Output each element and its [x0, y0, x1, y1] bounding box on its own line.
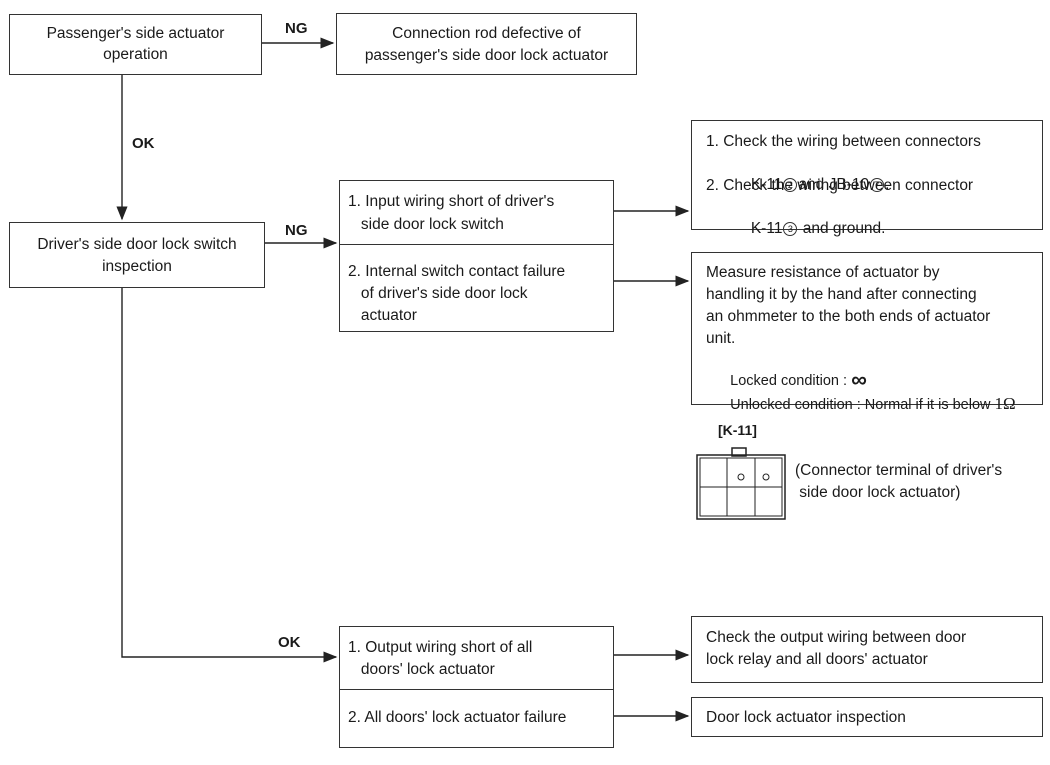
box-text-line: 1. Input wiring short of driver's — [348, 193, 555, 210]
connector-ref: K-11 — [750, 220, 783, 237]
connector-ref: and ground. — [798, 220, 886, 237]
box-ng-causes: 1. Input wiring short of driver's side d… — [339, 180, 614, 332]
box-text-line: Passenger's side actuator — [46, 25, 225, 42]
box-door-lock-inspection: Door lock actuator inspection — [691, 697, 1043, 737]
box-text-line: 1. Check the wiring between connectors — [706, 133, 981, 150]
box-text-line: of driver's side door lock — [348, 285, 528, 302]
box-text-line: doors' lock actuator — [348, 661, 495, 678]
pin-number: 2 — [783, 178, 798, 192]
box-text-line: 2. Internal switch contact failure — [348, 263, 566, 280]
connector-k11-label: [K-11] — [718, 422, 757, 438]
connector-ref: K-11 — [750, 176, 783, 193]
locked-condition-label: Locked condition : — [730, 373, 852, 389]
punctuation: . — [885, 176, 890, 193]
box-text-line: an ohmmeter to the both ends of actuator — [706, 308, 991, 325]
box-text-line: inspection — [102, 258, 172, 275]
box-text-line: actuator — [348, 307, 417, 324]
connector-ref: and JB-10 — [798, 176, 870, 193]
box-passenger-operation: Passenger's side actuator operation — [9, 14, 262, 75]
label-ng-passenger: NG — [285, 20, 308, 37]
box-text-line: Locked condition : ∞ — [706, 350, 867, 413]
box-text-line: 2. All doors' lock actuator failure — [348, 709, 567, 726]
box-text-line: side door lock switch — [348, 216, 504, 233]
box-text-line: handling it by the hand after connecting — [706, 286, 977, 303]
box-ok-causes: 1. Output wiring short of all doors' loc… — [339, 626, 614, 748]
box-text-line: Unlocked condition : Normal if it is bel… — [706, 372, 1016, 437]
box-text-line: Door lock actuator inspection — [706, 709, 906, 726]
box-text-line: Check the output wiring between door — [706, 629, 967, 646]
box-measure-resistance: Measure resistance of actuator by handli… — [691, 252, 1043, 413]
label-ok-driver: OK — [278, 634, 301, 651]
box-check-output-wiring: Check the output wiring between door loc… — [691, 616, 1043, 683]
connector-caption: side door lock actuator) — [795, 484, 961, 501]
connector-caption: (Connector terminal of driver's — [795, 462, 1003, 479]
ohm-value: 1Ω — [994, 394, 1016, 413]
box-text-line: Driver's side door lock switch — [37, 236, 237, 253]
box-text-line: lock relay and all doors' actuator — [706, 651, 928, 668]
box-text-line: unit. — [706, 330, 736, 347]
divider — [340, 244, 613, 245]
box-text-line: Connection rod defective of — [392, 25, 581, 42]
box-text-line: 1. Output wiring short of all — [348, 639, 533, 656]
unlocked-condition-label: Unlocked condition : Normal if it is bel… — [730, 397, 995, 413]
box-text-line: operation — [103, 46, 168, 63]
label-ok-passenger: OK — [132, 135, 155, 152]
box-text-line: Measure resistance of actuator by — [706, 264, 940, 281]
pin-number: 3 — [783, 222, 798, 236]
box-driver-switch-inspection: Driver's side door lock switch inspectio… — [9, 222, 265, 288]
divider — [340, 689, 613, 690]
connector-k11-diagram — [696, 447, 786, 520]
box-text-line: passenger's side door lock actuator — [364, 47, 609, 64]
box-connection-rod: Connection rod defective of passenger's … — [336, 13, 637, 75]
label-ng-driver: NG — [285, 222, 308, 239]
infinity-symbol: ∞ — [851, 367, 867, 392]
arrow-ok-driver — [121, 288, 338, 663]
box-check-wiring: 1. Check the wiring between connectors K… — [691, 120, 1043, 237]
pin-number: 7 — [870, 178, 885, 192]
box-text-line: 2. Check the wiring between connector — [706, 177, 974, 194]
